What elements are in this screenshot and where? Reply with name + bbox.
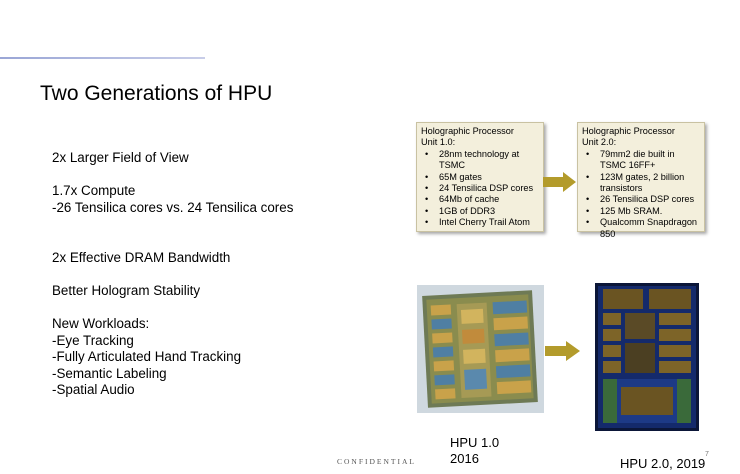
spec-item: 24 Tensilica DSP cores [421, 183, 537, 195]
page-number: 7 [705, 451, 709, 458]
workloads-header: New Workloads: [52, 315, 150, 331]
workload-item: -Fully Articulated Hand Tracking [52, 349, 242, 365]
feature-stability: Better Hologram Stability [52, 282, 201, 298]
feature-fov: 2x Larger Field of View [52, 150, 189, 165]
spec-item: 65M gates [421, 172, 537, 184]
hpu2-die-photo [595, 283, 699, 431]
spec-item: 26 Tensilica DSP cores [582, 194, 698, 206]
header-divider [0, 57, 205, 59]
spec-item: Intel Cherry Trail Atom [421, 217, 537, 229]
spec-item: 123M gates, 2 billion transistors [582, 172, 698, 195]
hpu1-heading: Holographic Processor [421, 126, 514, 136]
hpu2-heading: Holographic Processor [582, 126, 675, 136]
arrow-right-icon [545, 341, 580, 361]
hpu2-heading-sub: Unit 2.0: [582, 137, 617, 148]
workload-item: -Eye Tracking [52, 332, 134, 348]
hpu1-caption: HPU 1.0 2016 [450, 435, 499, 467]
feature-list: 2x Larger Field of View 1.7x Compute -26… [52, 150, 293, 399]
spec-item: 64Mb of cache [421, 194, 537, 206]
feature-compute: 1.7x Compute [52, 183, 136, 199]
spec-item: Qualcomm Snapdragon 850 [582, 217, 698, 240]
workload-item: -Semantic Labeling [52, 365, 167, 381]
hpu2-caption: HPU 2.0, 2019 [620, 456, 706, 471]
slide-title: Two Generations of HPU [40, 82, 273, 105]
feature-dram: 2x Effective DRAM Bandwidth [52, 249, 231, 265]
hpu1-heading-sub: Unit 1.0: [421, 137, 456, 148]
hpu1-die-photo [417, 285, 544, 413]
confidential-label: CONFIDENTIAL [337, 457, 416, 466]
spec-item: 125 Mb SRAM. [582, 206, 698, 218]
spec-item: 1GB of DDR3 [421, 206, 537, 218]
spec-item: 28nm technology at TSMC [421, 149, 537, 172]
arrow-right-icon [543, 172, 576, 192]
hpu1-caption-year: 2016 [450, 451, 479, 466]
workload-item: -Spatial Audio [52, 382, 135, 398]
feature-cores: -26 Tensilica cores vs. 24 Tensilica cor… [52, 199, 294, 215]
hpu1-caption-name: HPU 1.0 [450, 435, 500, 450]
hpu2-spec-box: Holographic Processor Unit 2.0: 79mm2 di… [577, 122, 705, 239]
hpu1-spec-box: Holographic Processor Unit 1.0: 28nm tec… [416, 122, 544, 232]
spec-item: 79mm2 die built in TSMC 16FF+ [582, 149, 698, 172]
